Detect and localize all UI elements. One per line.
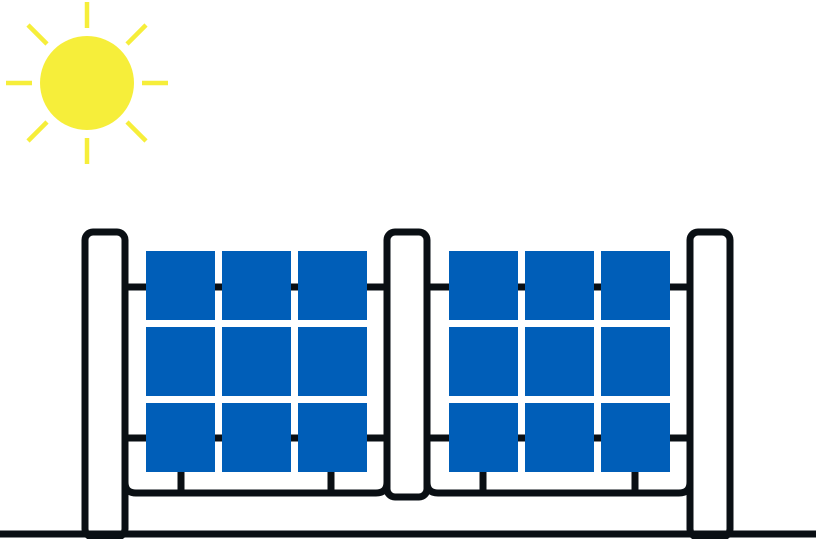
solar-panel-icon — [146, 251, 367, 472]
tray-left — [121, 440, 391, 497]
post-right — [686, 228, 734, 539]
sun-icon — [6, 2, 168, 164]
solar-cell — [222, 327, 291, 396]
solar-cell — [525, 251, 594, 320]
tray-right — [423, 440, 694, 497]
solar-cell — [601, 251, 670, 320]
sun-disc — [40, 36, 134, 130]
sun-ray — [125, 120, 148, 143]
post-middle — [383, 228, 431, 501]
post-left — [81, 228, 129, 539]
solar-cell — [449, 251, 518, 320]
solar-cell — [525, 327, 594, 396]
solar-cell — [146, 403, 215, 472]
solar-cell — [298, 251, 367, 320]
solar-cell — [298, 327, 367, 396]
solar-cell — [449, 403, 518, 472]
solar-cell — [449, 327, 518, 396]
solar-cell — [222, 251, 291, 320]
sun-ray — [125, 23, 148, 46]
sun-ray — [26, 23, 49, 46]
solar-panel-icon — [449, 251, 670, 472]
solar-cell — [525, 403, 594, 472]
solar-cell — [601, 327, 670, 396]
solar-panels — [146, 251, 670, 472]
solar-cell — [146, 251, 215, 320]
sun-ray — [26, 120, 49, 143]
solar-cell — [298, 403, 367, 472]
solar-cell — [601, 403, 670, 472]
solar-cell — [222, 403, 291, 472]
solar-cell — [146, 327, 215, 396]
